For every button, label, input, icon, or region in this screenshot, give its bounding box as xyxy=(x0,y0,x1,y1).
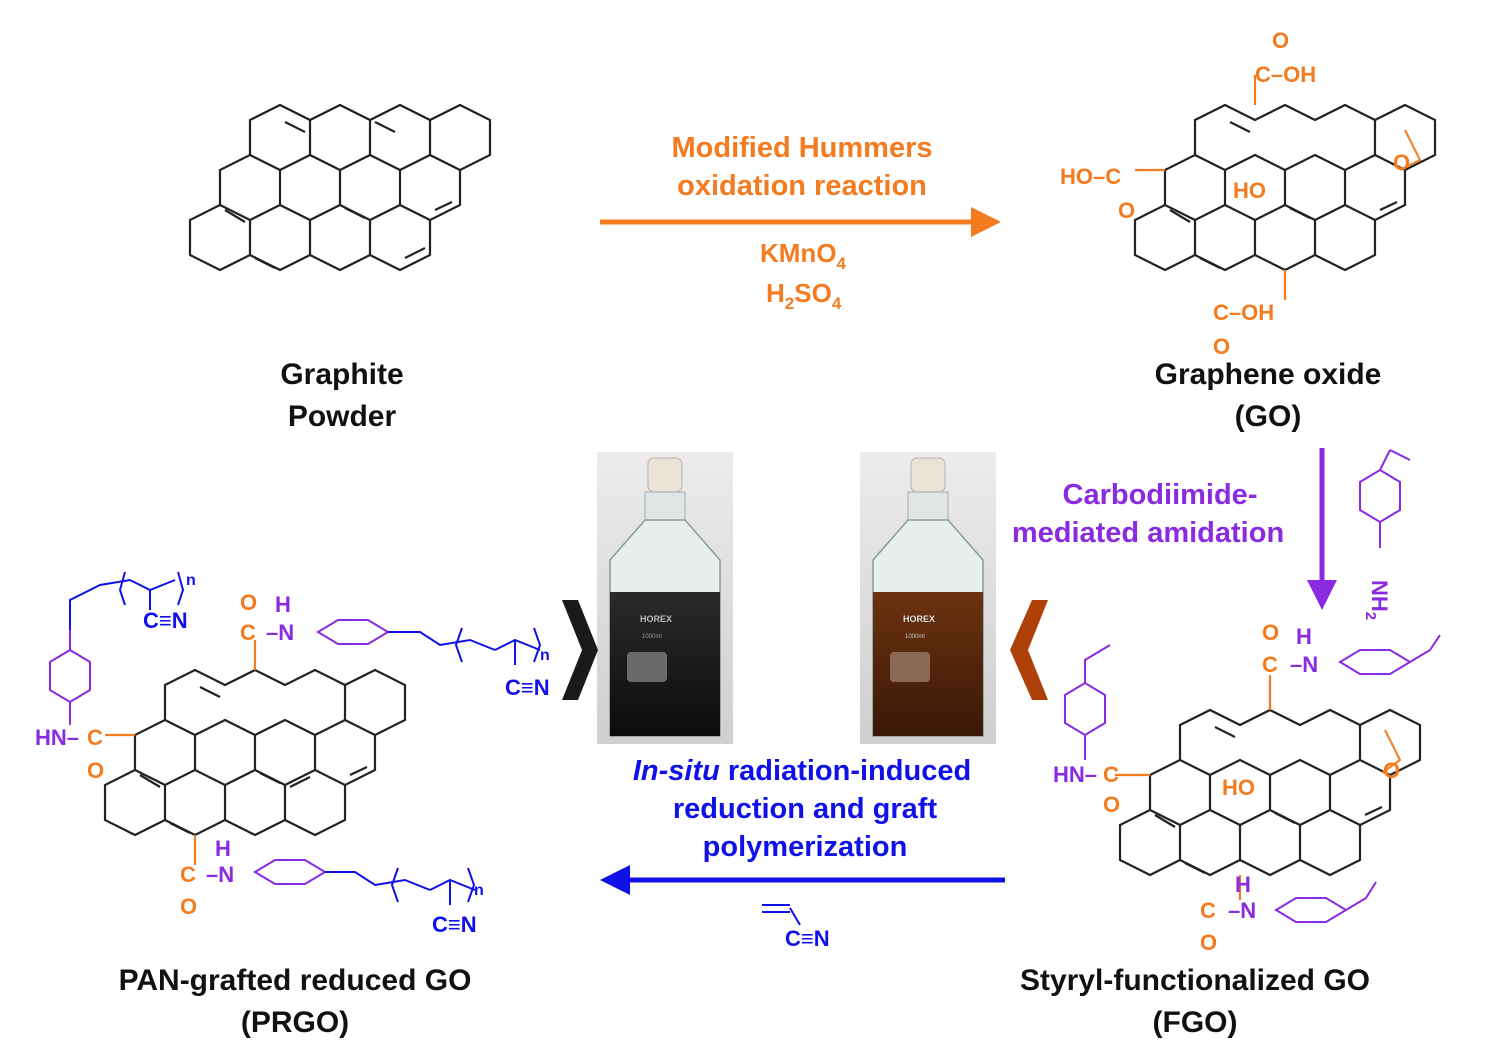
oxidation-reagent-kmno4: KMnO4 xyxy=(760,238,847,273)
acrylonitrile-nitrile: C≡N xyxy=(785,926,830,951)
go-cooh-top: C–OH xyxy=(1255,62,1316,87)
amine-label: NH2 xyxy=(1362,580,1392,620)
prgo-amide-bottom-o: O xyxy=(180,894,197,919)
prgo-n-top-left: n xyxy=(186,572,196,589)
go-hooc-left: HO–C xyxy=(1060,164,1121,189)
prgo-pan-chain-bottom xyxy=(325,871,476,905)
fgo-epoxy: O xyxy=(1383,758,1400,783)
prgo-nitrile-top-right: C≡N xyxy=(505,675,550,700)
go-cooh-bottom: C–OH xyxy=(1213,300,1274,325)
fgo-amide-bottom-h: H xyxy=(1235,872,1251,897)
prgo-aryl-top xyxy=(316,619,390,645)
go-groups: C–OH O HO–C O HO O C–OH O xyxy=(1060,28,1410,359)
fgo-caption-1: Styryl-functionalized GO xyxy=(1020,964,1370,997)
fgo-styryl-top xyxy=(1338,634,1441,675)
fgo-amide-top: C xyxy=(1262,652,1278,677)
fgo-carbonyl-left-o: O xyxy=(1103,792,1120,817)
fgo-styryl-left xyxy=(1064,644,1111,760)
prgo-aryl-bottom xyxy=(253,859,327,885)
graphite-caption-2: Powder xyxy=(288,400,397,433)
photo-fgo-volume: 1000ml xyxy=(905,634,925,640)
photo-prgo-brand: HOREX xyxy=(640,614,672,624)
prgo-groups: n C≡N HN– C O C O –N H n C≡N C O –N H n … xyxy=(35,571,550,937)
prgo-nitrile-top-left: C≡N xyxy=(143,608,188,633)
graphite-structure xyxy=(188,103,492,272)
amidation-label-1: Carbodiimide- xyxy=(1063,479,1258,511)
prgo-structure xyxy=(103,640,407,865)
fgo-amide-bottom: C xyxy=(1200,898,1216,923)
go-caption-2: (GO) xyxy=(1235,400,1302,433)
prgo-caption-1: PAN-grafted reduced GO xyxy=(119,964,472,997)
fgo-amide-top-n: –N xyxy=(1290,652,1318,677)
prgo-amide-bottom-n: –N xyxy=(206,862,234,887)
prgo-amide-top-o: O xyxy=(240,590,257,615)
prgo-bracket-top-left xyxy=(118,571,185,606)
prgo-carbonyl-left: C xyxy=(87,725,103,750)
fgo-carbonyl-left: C xyxy=(1103,762,1119,787)
grafting-label-2: reduction and graft xyxy=(673,793,938,825)
prgo-amide-bottom-h: H xyxy=(215,836,231,861)
fgo-styryl-bottom xyxy=(1274,881,1377,923)
amidation-label-2: mediated amidation xyxy=(1012,517,1284,549)
prgo-bracket-bottom xyxy=(390,867,476,903)
photo-fgo-dispersion: HOREX 1000ml xyxy=(860,452,996,744)
go-cooh-top-o: O xyxy=(1272,28,1289,53)
fgo-amide-top-h: H xyxy=(1296,624,1312,649)
prgo-n-bottom: n xyxy=(474,882,484,899)
go-epoxy: O xyxy=(1393,150,1410,175)
go-cooh-bottom-o: O xyxy=(1213,334,1230,359)
fgo-hydroxyl: HO xyxy=(1222,775,1255,800)
photo-prgo-dispersion: HOREX 1000ml xyxy=(597,452,733,744)
prgo-amide-top-n: –N xyxy=(266,620,294,645)
fgo-caption-2: (FGO) xyxy=(1153,1006,1238,1039)
prgo-amide-bottom: C xyxy=(180,862,196,887)
dark-chevron-arrow xyxy=(562,600,598,700)
grafting-label-1: In-situ radiation-induced xyxy=(633,755,971,787)
vinylaniline-reagent: NH2 xyxy=(1359,449,1411,620)
go-caption-1: Graphene oxide xyxy=(1155,358,1382,391)
prgo-caption-2: (PRGO) xyxy=(241,1006,349,1039)
prgo-aryl-left xyxy=(49,630,91,725)
oxidation-reagent-h2so4: H2SO4 xyxy=(766,278,842,313)
prgo-amide-top: C xyxy=(240,620,256,645)
grafting-label-3: polymerization xyxy=(703,831,908,863)
prgo-pan-chain-top-left xyxy=(69,579,176,630)
fgo-hn-left: HN– xyxy=(1053,762,1097,787)
go-hooc-left-o: O xyxy=(1118,198,1135,223)
prgo-pan-chain-top-right xyxy=(388,631,541,665)
prgo-nitrile-bottom: C≡N xyxy=(432,912,477,937)
prgo-bracket-top-right xyxy=(454,627,542,663)
fgo-amide-bottom-n: –N xyxy=(1228,898,1256,923)
graphite-caption-1: Graphite xyxy=(280,358,403,391)
fgo-groups: C O –N H HN– C O HO O C O –N H xyxy=(1053,620,1441,955)
go-hydroxyl: HO xyxy=(1233,178,1266,203)
prgo-n-top-right: n xyxy=(540,647,550,664)
prgo-amide-top-h: H xyxy=(275,592,291,617)
fgo-structure xyxy=(1115,675,1422,900)
acrylonitrile-structure xyxy=(762,904,801,926)
brown-chevron-arrow xyxy=(1010,600,1048,700)
photo-prgo-volume: 1000ml xyxy=(642,634,662,640)
photo-fgo-brand: HOREX xyxy=(903,614,935,624)
oxidation-label-1: Modified Hummers xyxy=(671,132,932,164)
fgo-amide-top-o: O xyxy=(1262,620,1279,645)
prgo-hn-left: HN– xyxy=(35,725,79,750)
oxidation-label-2: oxidation reaction xyxy=(677,170,927,202)
go-structure xyxy=(1133,75,1437,300)
fgo-amide-bottom-o: O xyxy=(1200,930,1217,955)
prgo-carbonyl-left-o: O xyxy=(87,758,104,783)
